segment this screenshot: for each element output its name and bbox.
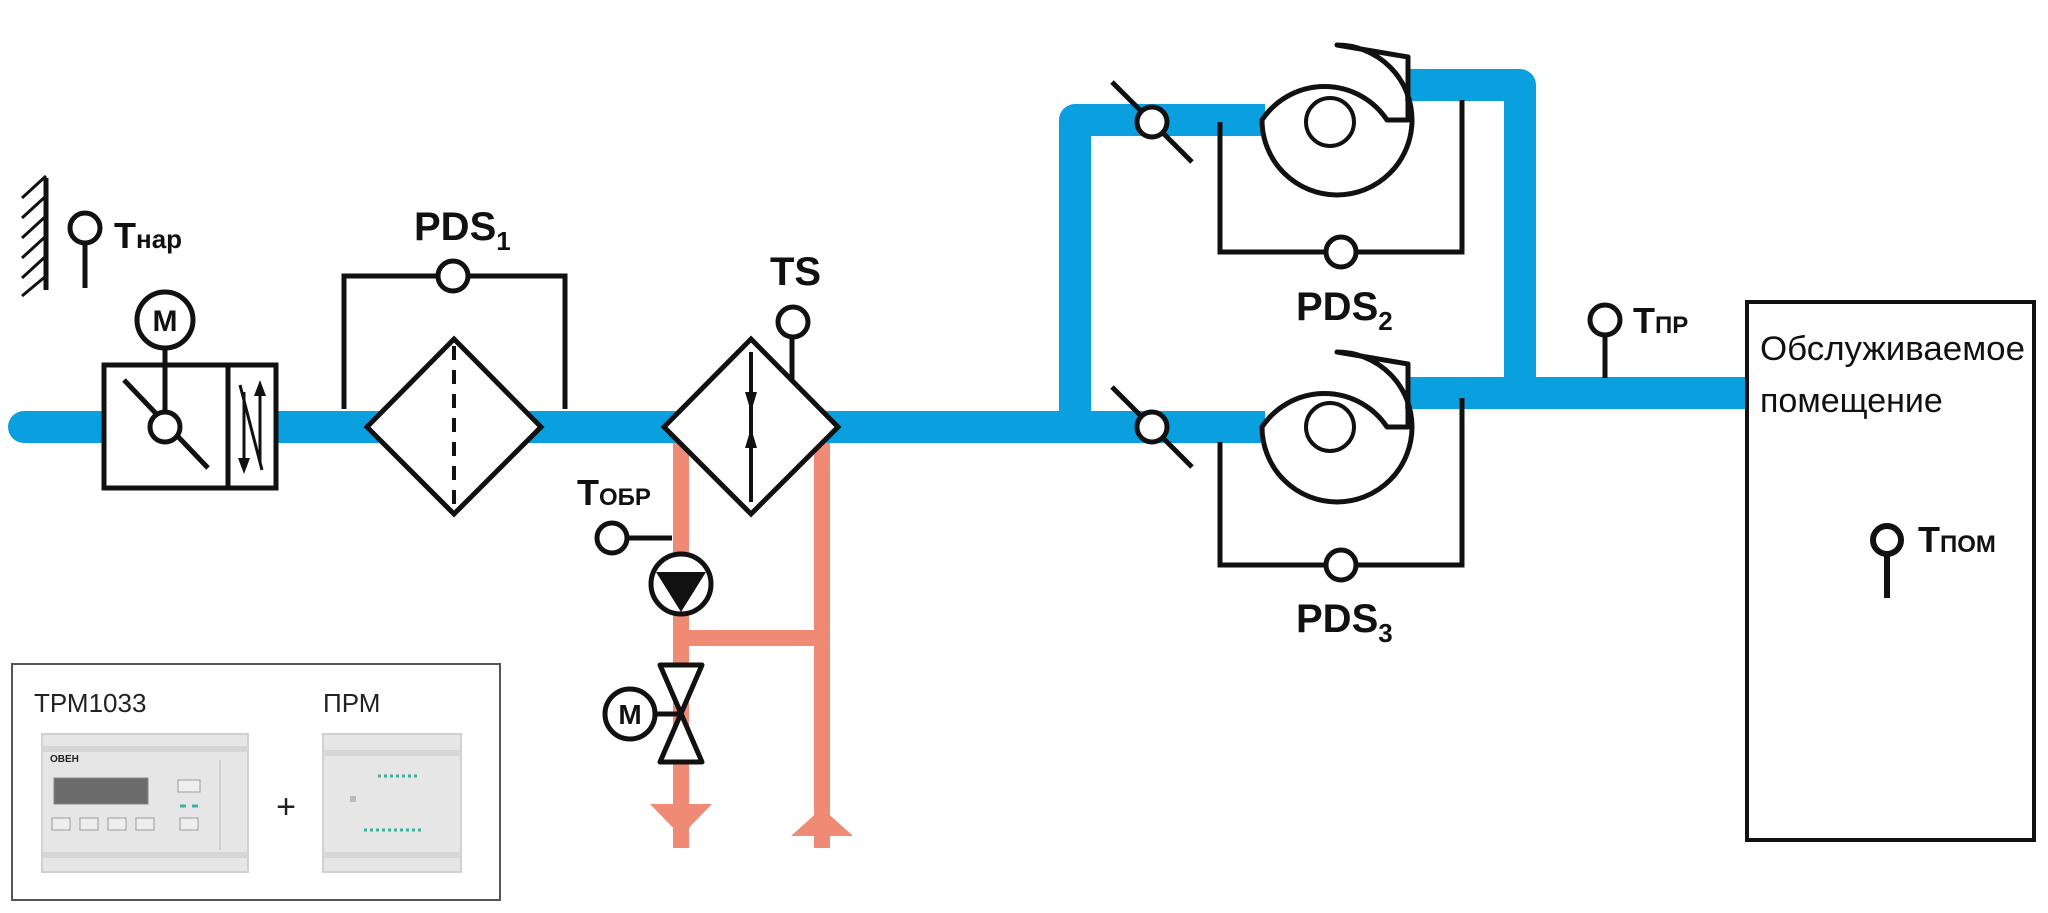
pds3-label: PDS3 bbox=[1296, 597, 1393, 648]
temperature-sensor-icon bbox=[1587, 302, 1623, 338]
t-room-label: TПОМ bbox=[1918, 519, 1996, 560]
temperature-sensor-icon bbox=[594, 520, 630, 556]
valve-motor-label: M bbox=[618, 699, 641, 730]
fan1-outlet-duct bbox=[1405, 69, 1536, 395]
pds1-label: PDS1 bbox=[414, 205, 511, 256]
motor-icon bbox=[134, 289, 196, 351]
water-inlet-arrow-icon bbox=[791, 808, 853, 836]
device1-label: ТРМ1033 bbox=[34, 688, 146, 718]
temperature-sensor-icon bbox=[67, 210, 103, 246]
return-temperature-sensor: TОБР bbox=[577, 472, 672, 556]
water-outlet-arrow-icon bbox=[650, 804, 712, 836]
outdoor-temperature-sensor: Tнар bbox=[67, 210, 182, 288]
damper-motor-label: M bbox=[153, 305, 178, 338]
temperature-sensor-icon bbox=[1870, 523, 1904, 557]
air-duct bbox=[8, 69, 1750, 443]
pressure-sensor-icon bbox=[1323, 547, 1359, 583]
temperature-sensor-icon bbox=[775, 304, 811, 340]
prm-device bbox=[322, 733, 462, 873]
t-return-label: TОБР bbox=[577, 472, 651, 513]
air-filter: PDS1 bbox=[341, 205, 568, 518]
room-label-line2: помещение bbox=[1760, 382, 1943, 420]
fan1-bypass-duct bbox=[1059, 104, 1265, 427]
controller-panel: ТРМ1033 ПРМ ОВЕН + bbox=[11, 663, 501, 901]
outdoor-wall bbox=[20, 174, 49, 298]
t-outdoor-label: Tнар bbox=[114, 215, 182, 256]
circulation-pump bbox=[648, 551, 714, 617]
device2-label: ПРМ bbox=[323, 688, 380, 718]
water-heater: TS bbox=[660, 250, 842, 518]
supply-temperature-sensor: TПР bbox=[1587, 300, 1688, 378]
fan-2: PDS3 bbox=[1110, 349, 1465, 648]
inlet-damper-unit: M bbox=[101, 289, 279, 491]
motor-icon bbox=[602, 686, 658, 742]
ts-label: TS bbox=[770, 250, 821, 294]
pds2-label: PDS2 bbox=[1296, 285, 1393, 336]
trm1033-device: ОВЕН bbox=[41, 733, 249, 873]
pressure-sensor-icon bbox=[1323, 234, 1359, 270]
trm-brand: ОВЕН bbox=[50, 754, 79, 765]
fan-1: PDS2 bbox=[1110, 42, 1465, 336]
served-room: Обслуживаемое помещение TПОМ bbox=[1745, 300, 2036, 842]
control-valve: M bbox=[602, 662, 705, 765]
water-circuit bbox=[650, 430, 853, 848]
room-label-line1: Обслуживаемое bbox=[1760, 330, 2025, 368]
pressure-sensor-icon bbox=[435, 258, 471, 294]
plus-sign: + bbox=[276, 788, 296, 826]
t-supply-label: TПР bbox=[1633, 300, 1688, 341]
